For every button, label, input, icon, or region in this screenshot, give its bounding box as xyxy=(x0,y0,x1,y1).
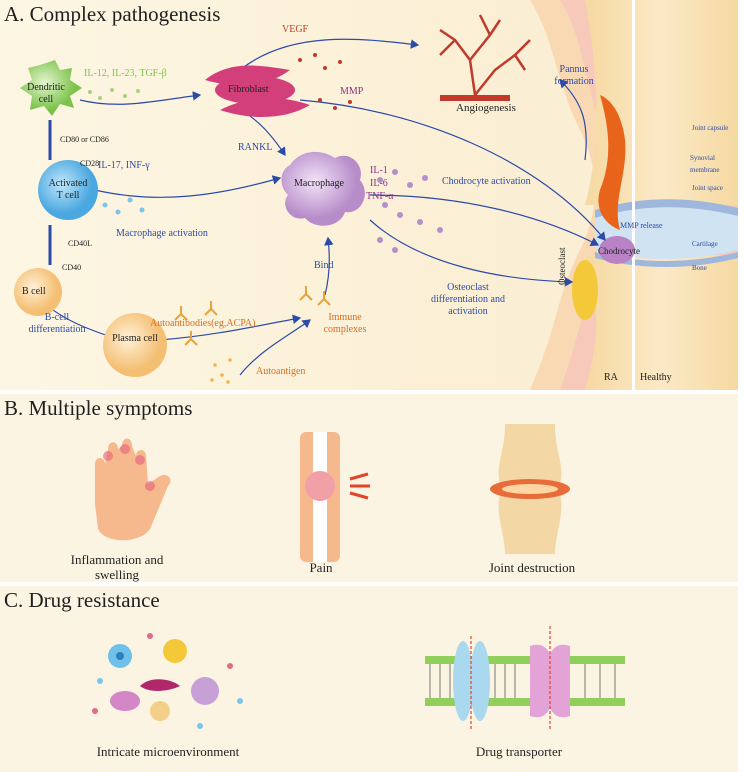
tnf-label: TNF-α xyxy=(366,191,394,202)
pathogenesis-diagram xyxy=(14,0,738,390)
autoantibodies-label: Autoantibodies(eg,ACPA) xyxy=(150,318,256,329)
drug-transporter-label: Drug transporter xyxy=(475,744,563,759)
panel-symptoms: B. Multiple symptoms Inflammation and sw… xyxy=(0,394,738,582)
t-cytokines-label: IL-17, INF-γ xyxy=(98,160,150,171)
macrophage-label: Macrophage xyxy=(294,178,344,189)
rankl-label: RANKL xyxy=(238,142,273,153)
panel-c-title: C. Drug resistance xyxy=(4,588,160,612)
blood-vessel-icon xyxy=(439,14,531,101)
activated-t-cell-label: Activated T cell xyxy=(48,178,88,201)
chodrocyte-label: Chodrocyte xyxy=(598,246,640,256)
swollen-hand-icon xyxy=(95,438,171,541)
joint-illustration xyxy=(530,0,738,390)
bind-label: Bind xyxy=(314,260,334,271)
dendritic-cell-shape xyxy=(20,60,82,116)
cd40-label: CD40 xyxy=(62,263,82,272)
symptom-inflammation-label: Inflammation and swelling xyxy=(70,552,164,582)
microenvironment-label: Intricate microenvironment xyxy=(96,744,240,759)
joint-destruction-icon xyxy=(490,424,570,554)
chodrocyte-activation-label: Chodrocyte activation xyxy=(442,176,531,187)
angiogenesis-label: Angiogenesis xyxy=(456,102,516,114)
painful-knee-icon xyxy=(300,432,370,562)
il6-label: IL-6 xyxy=(370,178,388,189)
fibroblast-shape xyxy=(205,65,310,117)
vegf-label: VEGF xyxy=(282,24,309,35)
b-cell-shape xyxy=(14,268,62,316)
autoantigen-label: Autoantigen xyxy=(256,366,306,377)
osteoclast-label: Osteoclast xyxy=(557,247,567,286)
macrophage-activation-label: Macrophage activation xyxy=(116,228,208,239)
panel-drug-resistance: C. Drug resistance xyxy=(0,586,738,772)
cytokine-dots xyxy=(377,169,443,253)
fibroblast-label: Fibroblast xyxy=(228,84,269,95)
plasma-cell-label: Plasma cell xyxy=(112,333,158,344)
osteoclast-differentiation-label: Osteoclast differentiation and activatio… xyxy=(431,282,505,317)
cartilage-label: Cartilage xyxy=(692,240,718,248)
cd40l-label: CD40L xyxy=(68,239,92,248)
drug-resistance-illustration xyxy=(92,626,625,731)
mmp-label: MMP xyxy=(340,86,364,97)
mmp-release-label: MMP release xyxy=(620,221,663,230)
cd80-label: CD80 or CD86 xyxy=(60,135,109,144)
symptom-pain-label: Pain xyxy=(309,560,333,575)
macrophage-shape xyxy=(281,151,365,226)
t-cytokine-dots xyxy=(102,197,145,215)
joint-space-label: Joint space xyxy=(692,184,723,192)
plasma-cell-shape xyxy=(103,313,167,377)
t-cell-shape xyxy=(38,160,98,220)
vegf-dots xyxy=(298,53,352,110)
symptoms-illustration xyxy=(95,424,570,562)
bone-label: Bone xyxy=(692,264,707,272)
panel-b-title: B. Multiple symptoms xyxy=(4,396,193,420)
panel-a-title: A. Complex pathogenesis xyxy=(4,2,221,26)
pannus-formation-label: Pannus formation xyxy=(554,64,594,87)
synovial-membrane-label: Synovial membrane xyxy=(690,154,720,174)
il1-label: IL-1 xyxy=(370,165,388,176)
dc-cytokines-label: IL-12, IL-23, TGF-β xyxy=(84,68,167,79)
dendritic-cell-label: Dendritic cell xyxy=(27,82,65,105)
b-cell-label: B cell xyxy=(22,286,46,297)
microenvironment-icon xyxy=(92,633,243,729)
joint-capsule-label: Joint capsule xyxy=(692,124,729,132)
immune-complexes-label: Immune complexes xyxy=(323,312,367,335)
drug-transporter-icon xyxy=(425,626,625,731)
dc-cytokine-dots xyxy=(88,88,140,100)
ra-label: RA xyxy=(604,372,618,383)
b-cell-differentiation-label: B-cell differentiation xyxy=(28,312,86,335)
healthy-label: Healthy xyxy=(640,372,672,383)
autoantigen-dots xyxy=(210,358,232,384)
symptom-joint-destruction-label: Joint destruction xyxy=(488,560,576,575)
cd28-label: CD28 xyxy=(80,159,100,168)
panel-pathogenesis: A. Complex pathogenesis Dendritic cell I… xyxy=(0,0,738,390)
antibody-icons xyxy=(174,286,331,346)
